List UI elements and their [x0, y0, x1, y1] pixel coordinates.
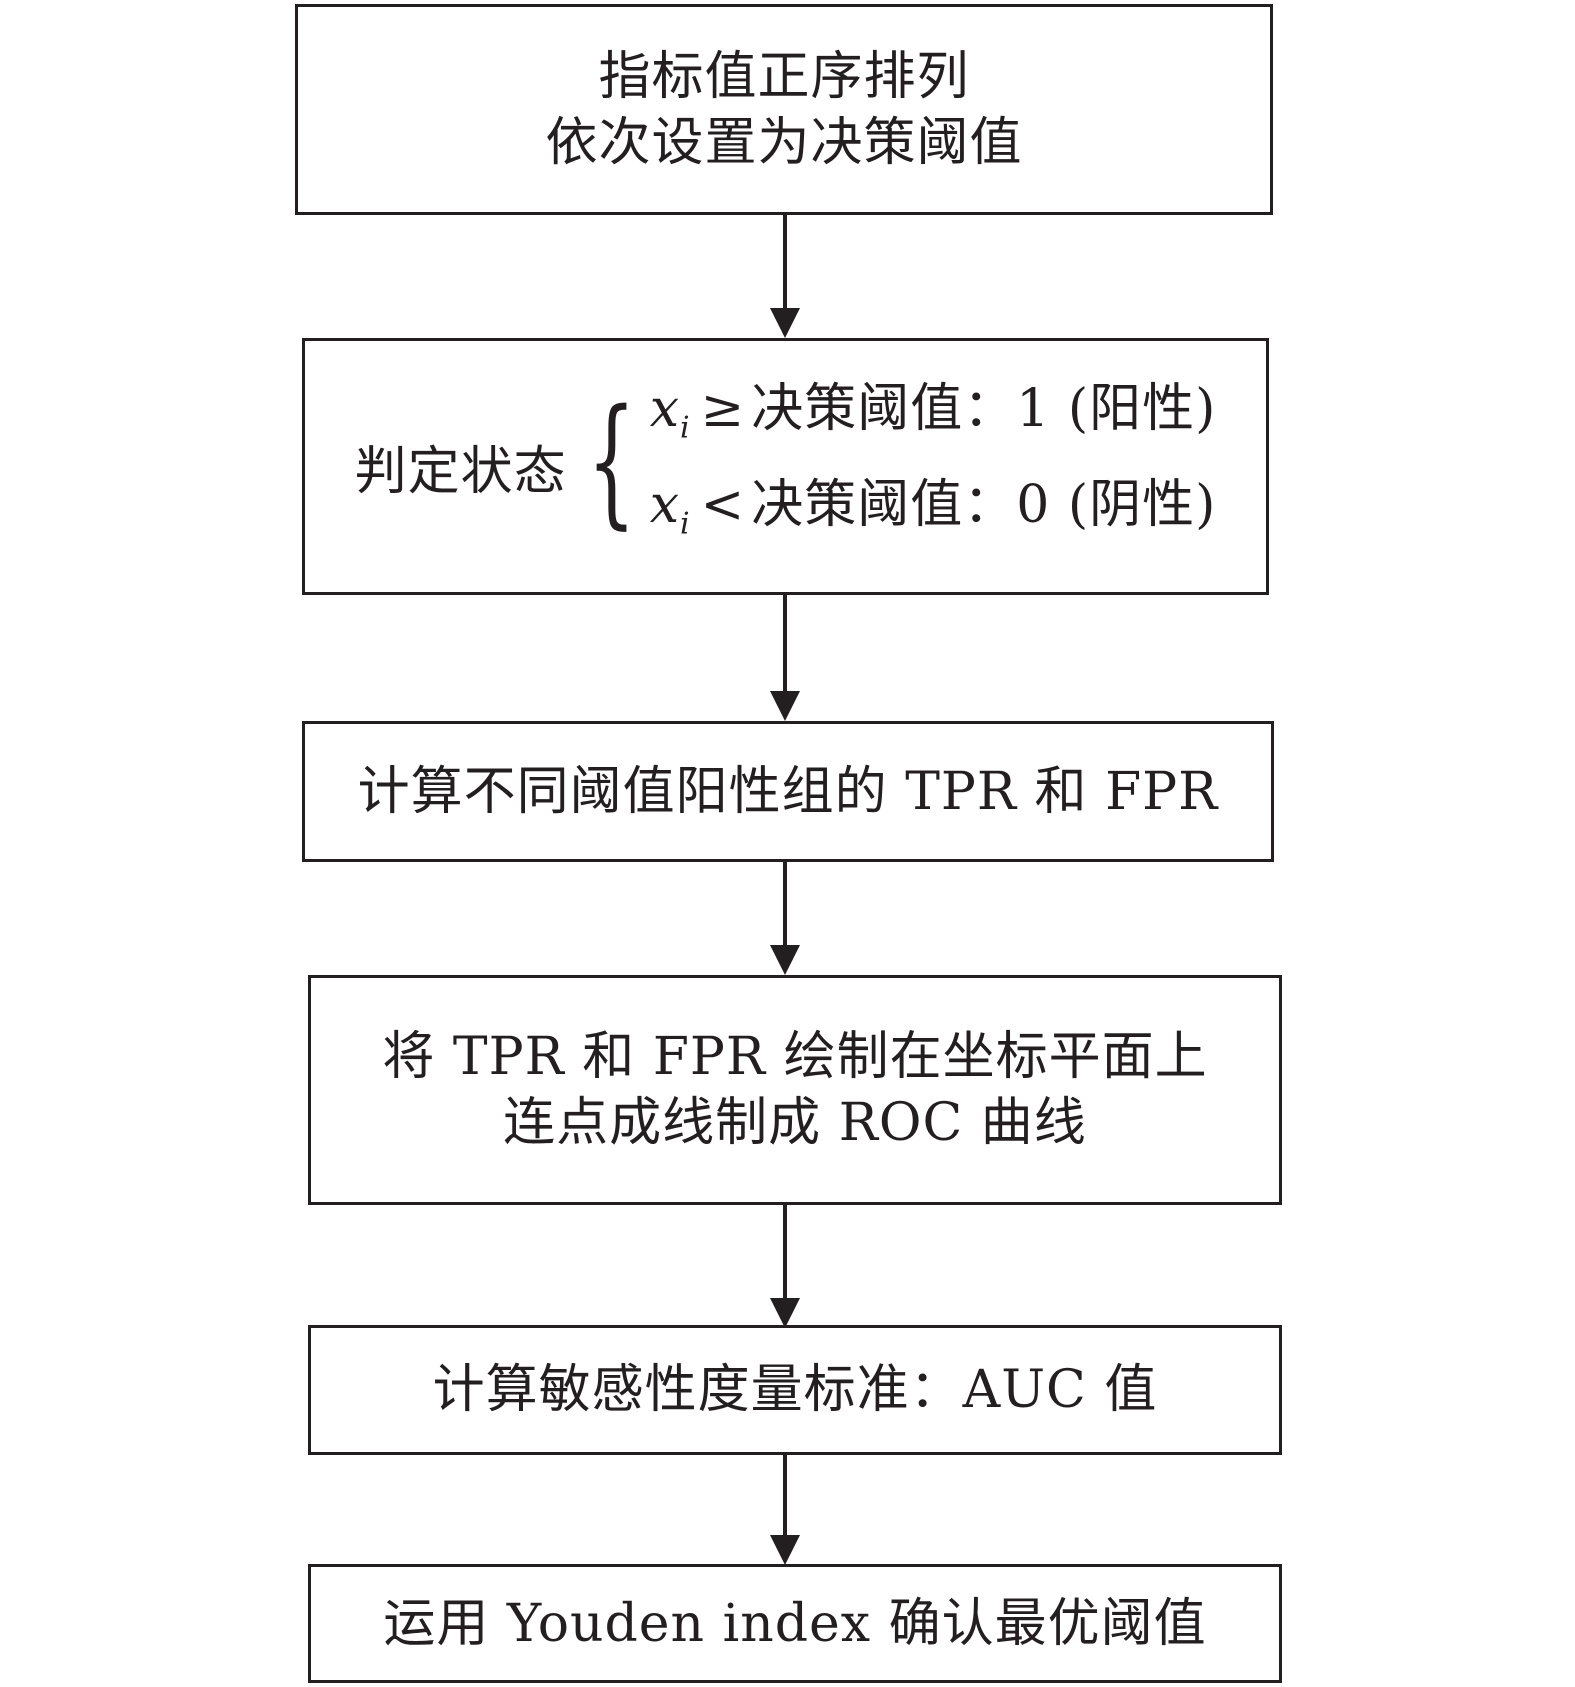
step-4-line-2: 连点成线制成 ROC 曲线: [503, 1093, 1087, 1153]
rule-positive: xi≥决策阈值：1 (阳性): [650, 371, 1217, 466]
operator-gte: ≥: [700, 379, 746, 440]
arrow-4-shaft: [783, 1205, 787, 1300]
left-brace-icon: {: [586, 379, 636, 543]
arrow-4-head: [770, 1298, 800, 1328]
arrow-1-head: [770, 308, 800, 338]
step-6-box: 运用 Youden index 确认最优阈值: [308, 1564, 1282, 1683]
step-1-line-1: 指标值正序排列: [598, 46, 970, 107]
step-4-box: 将 TPR 和 FPR 绘制在坐标平面上 连点成线制成 ROC 曲线: [308, 975, 1282, 1205]
step-5-box: 计算敏感性度量标准：AUC 值: [308, 1325, 1282, 1455]
operator-lt: <: [700, 474, 746, 535]
step-5-line-1: 计算敏感性度量标准：AUC 值: [432, 1360, 1158, 1420]
step-1-box: 指标值正序排列 依次设置为决策阈值: [295, 4, 1273, 215]
arrow-2-head: [770, 691, 800, 721]
variable-x: xi: [649, 379, 691, 446]
step-2-box: 判定状态 { xi≥决策阈值：1 (阳性) xi<决策阈值：0 (阴性): [302, 338, 1269, 595]
rule-negative: xi<决策阈值：0 (阴性): [650, 467, 1217, 562]
arrow-1-shaft: [783, 215, 787, 310]
decision-rule: 判定状态 { xi≥决策阈值：1 (阳性) xi<决策阈值：0 (阴性): [355, 371, 1217, 562]
arrow-3-shaft: [783, 862, 787, 947]
rule-positive-text: 决策阈值：1 (阳性): [751, 379, 1217, 440]
arrow-5-shaft: [783, 1455, 787, 1537]
arrow-2-shaft: [783, 595, 787, 693]
rule-negative-text: 决策阈值：0 (阴性): [751, 474, 1217, 535]
step-6-line-1: 运用 Youden index 确认最优阈值: [383, 1593, 1207, 1654]
arrow-3-head: [770, 945, 800, 975]
step-3-line-1: 计算不同阈值阳性组的 TPR 和 FPR: [357, 761, 1219, 822]
step-4-line-1: 将 TPR 和 FPR 绘制在坐标平面上: [382, 1027, 1208, 1087]
step-1-line-2: 依次设置为决策阈值: [545, 112, 1023, 173]
variable-x: xi: [649, 474, 691, 541]
step-3-box: 计算不同阈值阳性组的 TPR 和 FPR: [302, 721, 1274, 862]
arrow-5-head: [770, 1535, 800, 1565]
decision-rules: xi≥决策阈值：1 (阳性) xi<决策阈值：0 (阴性): [650, 371, 1217, 562]
decision-label: 判定状态: [354, 442, 567, 502]
